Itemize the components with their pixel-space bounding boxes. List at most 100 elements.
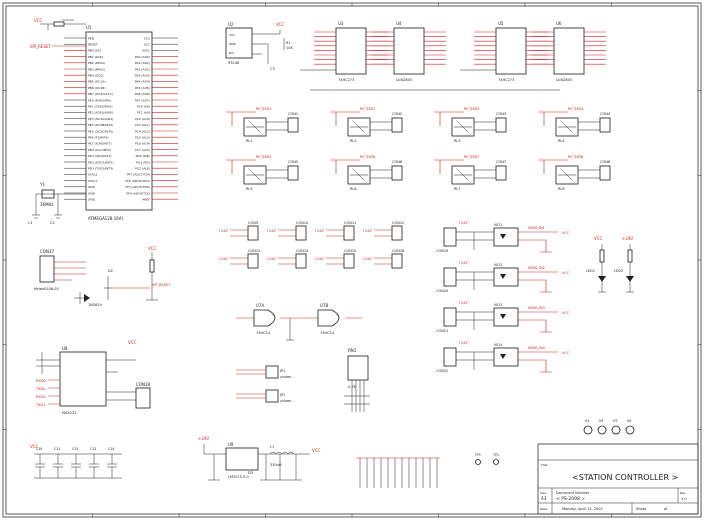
opto-supply-label: +24V [458,221,468,225]
rs232-net-txd1: TXD1 [35,403,45,407]
test-point [475,459,481,465]
reset-net-label: SPI_RESET [30,44,52,49]
vcc-label-reset: VCC [34,18,43,23]
opto-connector-ref: CON21 [436,329,448,333]
opto-ref: ISO2 [494,263,502,267]
rs232-connector [135,387,151,409]
opto-body [493,307,519,327]
relay-connector [287,117,299,133]
power-conn-wire [326,229,344,237]
shift-register-body [495,27,527,75]
opto-net-label: SENS_IN1 [528,226,545,230]
power-conn-net: +24V [314,229,324,233]
size-label: Size [540,491,546,495]
opto-connector [443,307,457,327]
mcu-right-pin-label: AREF [142,198,150,202]
power-conn-body [247,253,259,269]
relay-contact [350,169,368,181]
led1-res [599,249,605,263]
power-conn-net: +24V [362,257,372,261]
mcu-right-pin-label: PG0 (WR) [136,154,150,158]
relay-net-label: RY_SSR7 [464,155,479,159]
power-conn-ref: CON11 [344,221,356,225]
relay-connector-ref: CON2 [392,112,402,116]
mcu-right-pin-label: PC0 (A8) [137,105,150,109]
mcu-left-pin-label: XTAL1 [88,179,97,183]
rs232-net-rxd0: RXD0 [36,379,46,383]
mcu-right-pin-label: PA5 (AD5) [135,86,150,90]
mcu-right-pin-label: VCC [144,36,150,40]
eeprom-cap: C3 [270,67,275,71]
relay-output-wire [474,169,496,179]
mcu-right-pin-label: PC4 (A12) [135,129,150,133]
crystal-value: 16MHz [40,202,54,207]
power-conn-wire [278,257,296,265]
bulk-cap-ref: C11 [54,447,60,451]
relay-input-wire [434,159,464,174]
opto-connector [443,227,457,247]
mcu-right-pin-label: PC7 (A15) [135,148,150,152]
opto-vcc-label: VCC [562,311,570,315]
shift-register-part: ULN2803 [556,78,572,82]
bottom-bus [356,457,440,488]
relay-ref: RL3 [454,139,461,143]
power-conn-body [247,225,259,241]
relay-input-wire [330,111,360,126]
power-conn-net: +24V [218,229,228,233]
shift-register-ref: U3 [338,21,344,26]
relay-output-wire [578,121,600,131]
regulator-block: U9 LM2575-5.0 +24V VCC L1 330uH D3 [198,436,321,481]
vcc-label-eeprom: VCC [276,22,285,27]
opto-connector-ref: CON20 [436,289,448,293]
crystal-cap-c2: C2 [50,221,55,225]
mcu-left-pin-label: PB0 (SS) [88,49,101,53]
regulator-ref: U9 [228,442,234,447]
shift-register-body [553,27,585,75]
rs232-input-wires [48,379,60,405]
isp-pullup-wires [146,252,158,301]
mcu-right-pin-label: PC6 (A14) [135,142,150,146]
mcu-left-pin-label: RESET [88,43,98,47]
led1-ref: LED1 [586,269,595,273]
regulator-input: +24V [198,436,209,441]
mcu-left-pin-label: PB2 (MOSI) [88,61,105,65]
mcu-right-pin-label: PA6 (AD6) [135,92,150,96]
gate-u7a [253,309,276,327]
mcu-left-pin-label: PE0 (RXD0/PDI) [88,98,111,102]
reset-resistor [53,21,65,27]
mcu-left-pin-label: PD0 (SCL/INT0) [88,148,111,152]
rs232-ref: U8 [62,346,68,351]
shift-register-ref: U6 [556,21,562,26]
shift-register-part: ULN2803 [396,78,412,82]
test-point [493,459,499,465]
power-conn-wire [374,257,392,265]
regulator-part: LM2575-5.0 [228,475,249,479]
test-point-ref: TP1 [474,453,481,457]
mcu-right-pin-label: PG1 (RD) [136,160,150,164]
resnet-wires [344,380,370,412]
relay-connector [495,165,507,181]
rs232-net-rxd1: RXD1 [36,395,46,399]
mcu-left-pin-label: PE6 (T3/INT6) [88,136,109,140]
header-jp1-label: JUMPER [279,375,291,379]
mcu-left-pin-label: PB4 (OC0) [88,74,103,78]
vcc-label-isp: VCC [148,246,157,251]
power-conn-ref: CON16 [392,249,404,253]
relay-connector-ref: CON4 [600,112,611,116]
power-conn-ref: CON12 [392,221,404,225]
mcu-right-pin-label: AVCC [142,49,150,53]
relay-net-label: RY_SSR2 [360,107,375,111]
isp-pullup [149,259,155,273]
power-conn-body [295,225,307,241]
power-conn-body [295,253,307,269]
mcu-left-pin-label: PE7 (ICP3/INT7) [88,142,112,146]
regulator-inductor [269,451,295,455]
resnet-body [347,355,369,381]
led2-ref: LED2 [614,269,623,273]
relay-output-wire [578,169,600,179]
led1-net: VCC [594,236,603,241]
relay-ref: RL4 [558,139,565,143]
shift-register-ref: U5 [498,21,504,26]
power-conn-wire [326,257,344,265]
